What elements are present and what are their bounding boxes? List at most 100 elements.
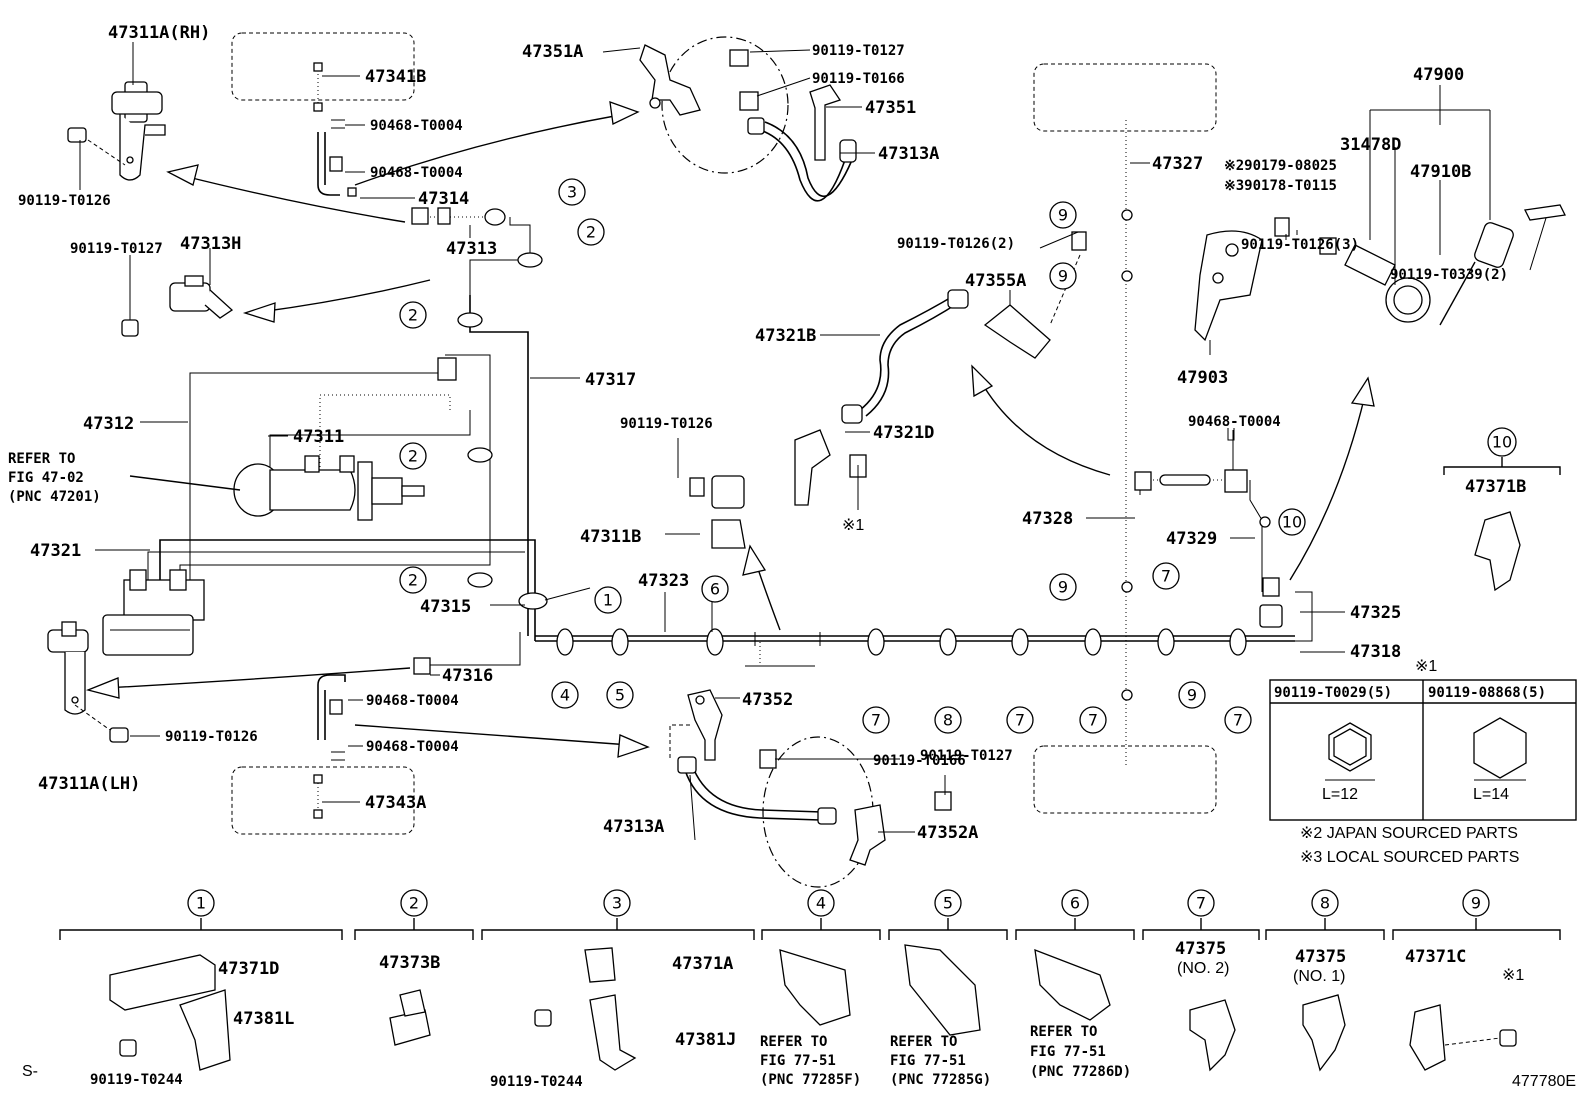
label-90119-t0126-2: 90119-T0126(2)	[897, 236, 1015, 252]
part-47351-hose	[747, 84, 857, 202]
label-47313h: 47313H	[180, 234, 241, 254]
label-refer-fig-47-line1: REFER TO	[8, 451, 75, 467]
label-47900: 47900	[1413, 65, 1464, 85]
label-refer-fig-47-line2: FIG 47-02	[8, 470, 84, 486]
svg-text:8: 8	[943, 711, 953, 730]
callout-9: 9	[1049, 573, 1077, 601]
label-refer-77286d-line1: REFER TO	[1030, 1024, 1097, 1040]
label-47311a-lh: 47311A(LH)	[38, 774, 140, 794]
svg-text:9: 9	[1058, 267, 1068, 286]
label-90119-t0127-a: 90119-T0127	[70, 241, 163, 257]
label-47351: 47351	[865, 98, 916, 118]
part-47321b-hose	[841, 289, 969, 424]
arrows	[85, 101, 1375, 758]
legend-callout-7: 7	[1187, 889, 1215, 917]
svg-text:10: 10	[1282, 513, 1302, 532]
label-90179-08025: ※290179-08025	[1224, 158, 1337, 174]
label-47314: 47314	[418, 189, 469, 209]
label-90119-t0126-c: 90119-T0126	[620, 416, 713, 432]
label-90119-t0126-a: 90119-T0126	[18, 193, 111, 209]
detail-circle-top	[661, 36, 789, 174]
table-length-l12: L=12	[1322, 786, 1358, 803]
label-90468-t0004-d: 90468-T0004	[366, 739, 459, 755]
callout-4: 4	[551, 681, 579, 709]
label-no2: (NO. 2)	[1177, 960, 1229, 977]
callout-7: 7	[862, 706, 890, 734]
svg-text:7: 7	[1088, 711, 1098, 730]
figure-id: 477780E	[1512, 1073, 1576, 1090]
part-union-47317	[437, 357, 457, 381]
svg-text:9: 9	[1471, 894, 1481, 913]
label-refer-77285f-line2: FIG 77-51	[760, 1053, 836, 1069]
callout-5: 5	[606, 681, 634, 709]
legend-callout-1: 1	[187, 889, 215, 917]
svg-text:6: 6	[1070, 894, 1080, 913]
part-47311b	[689, 475, 746, 549]
label-47318: 47318	[1350, 642, 1401, 662]
svg-text:5: 5	[615, 686, 625, 705]
callout-1: 1	[594, 586, 622, 614]
label-90468-t0004-e: 90468-T0004	[1188, 414, 1281, 430]
legend-callout-6: 6	[1061, 889, 1089, 917]
svg-text:4: 4	[560, 686, 570, 705]
label-47316: 47316	[442, 666, 493, 686]
svg-text:7: 7	[1015, 711, 1025, 730]
callout-7: 7	[1224, 706, 1252, 734]
callout-7: 7	[1006, 706, 1034, 734]
label-47341b: 47341B	[365, 67, 426, 87]
part-47313h	[121, 275, 234, 337]
label-47351a: 47351A	[522, 42, 583, 62]
part-47321d	[794, 429, 867, 506]
part-47900-sensor	[1274, 204, 1566, 326]
callout-6: 6	[701, 575, 729, 603]
callout-2: 2	[577, 218, 605, 246]
part-47352	[669, 689, 777, 769]
label-refer-77285f-line1: REFER TO	[760, 1034, 827, 1050]
label-47311a-rh: 47311A(RH)	[108, 23, 210, 43]
callout-8: 8	[934, 706, 962, 734]
label-47375-no2: 47375	[1175, 939, 1226, 959]
label-90119-t0166-b: 90119-T0166	[873, 753, 966, 769]
label-ref1-c: ※1	[1502, 967, 1524, 984]
label-47371b: 47371B	[1465, 477, 1526, 497]
numbered-callouts: 3 2 2 2 2 1 6 4 5 7 8 7 7 7 7 9 9 9 9 10…	[187, 178, 1517, 917]
callout-9: 9	[1178, 681, 1206, 709]
svg-text:1: 1	[196, 894, 206, 913]
label-47371d: 47371D	[218, 959, 279, 979]
callout-2: 2	[399, 442, 427, 470]
label-47381j: 47381J	[675, 1030, 736, 1050]
label-47325: 47325	[1350, 603, 1401, 623]
part-47314-nut	[437, 207, 451, 225]
part-47314	[411, 207, 429, 225]
legend-parts	[109, 511, 1521, 1072]
svg-text:6: 6	[710, 580, 720, 599]
svg-text:10: 10	[1492, 433, 1512, 452]
label-refer-77285g-line1: REFER TO	[890, 1034, 957, 1050]
label-90468-t0004-a: 90468-T0004	[370, 118, 463, 134]
label-90119-t0339: 90119-T0339(2)	[1390, 267, 1508, 283]
svg-text:3: 3	[612, 894, 622, 913]
label-47315: 47315	[420, 597, 471, 617]
label-47328: 47328	[1022, 509, 1073, 529]
hex-nut-l14-icon	[1473, 717, 1527, 779]
part-47321-assembly	[102, 569, 205, 656]
svg-text:2: 2	[409, 894, 419, 913]
svg-text:7: 7	[1196, 894, 1206, 913]
label-90119-t0244-b: 90119-T0244	[490, 1074, 583, 1090]
table-header-t0029: 90119-T0029(5)	[1274, 685, 1392, 701]
callout-2: 2	[399, 301, 427, 329]
part-47351a-bracket	[639, 44, 759, 116]
label-47371c: 47371C	[1405, 947, 1466, 967]
label-47355a: 47355A	[965, 271, 1026, 291]
label-47321: 47321	[30, 541, 81, 561]
callout-10: 10	[1278, 508, 1306, 536]
svg-text:9: 9	[1058, 578, 1068, 597]
ref-box-top-right	[1033, 63, 1217, 132]
legend-callout-4: 4	[807, 889, 835, 917]
part-47903	[1194, 230, 1263, 342]
callout-3: 3	[558, 178, 586, 206]
part-47325	[1259, 577, 1283, 628]
note-japan-sourced: ※2 JAPAN SOURCED PARTS	[1300, 825, 1518, 842]
